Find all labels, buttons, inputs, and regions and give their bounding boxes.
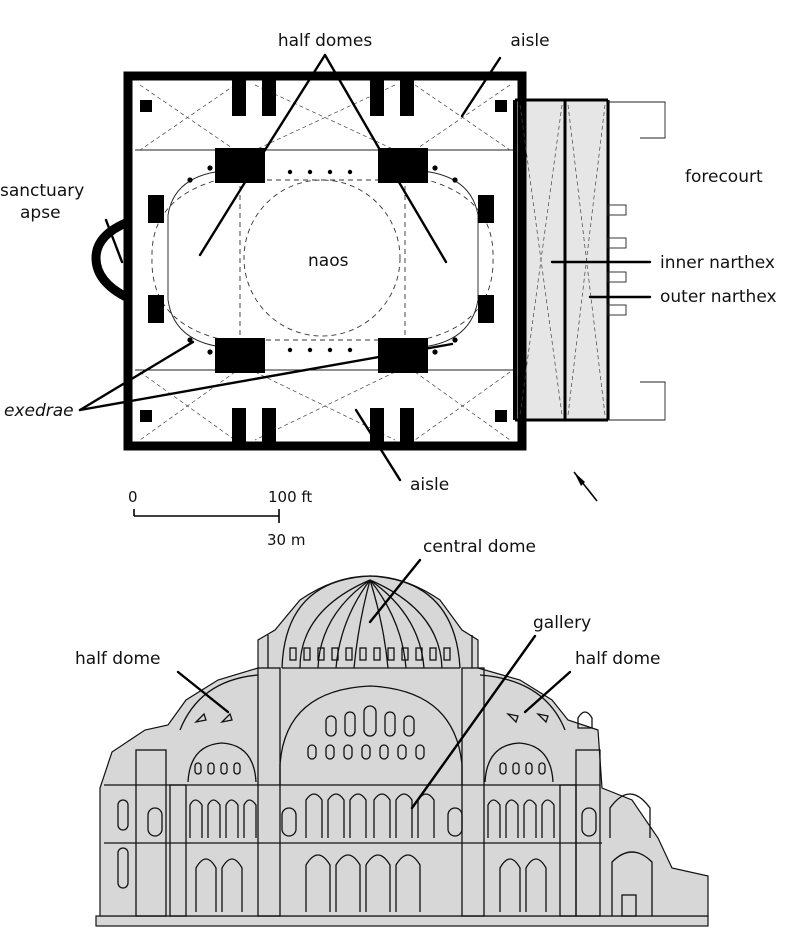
section-leaders [176, 558, 572, 810]
aisle-window-left-lower [117, 847, 129, 889]
turret [577, 711, 593, 729]
pier-ne [378, 148, 428, 183]
half-dome-windows [194, 712, 549, 724]
pier-nw [215, 148, 265, 183]
aisle-window-left-mid [147, 807, 163, 837]
label-half-dome-right: half dome [575, 649, 661, 669]
label-half-dome-left: half dome [75, 649, 161, 669]
dome-windows [289, 647, 451, 661]
label-naos: naos [308, 251, 349, 271]
label-aisle-top: aisle [510, 31, 549, 51]
nave-window-right [447, 807, 463, 837]
exedra-right [484, 742, 554, 783]
scale-zero: 0 [128, 488, 138, 506]
label-central-dome: central dome [423, 537, 536, 557]
scale-bar [133, 509, 280, 523]
forecourt-wall-south [608, 381, 666, 421]
label-aisle-bottom: aisle [410, 475, 449, 495]
label-half-domes: half domes [278, 31, 373, 51]
narthex-vault [609, 793, 651, 838]
narthex-walls [513, 98, 610, 422]
door-small [621, 894, 637, 917]
plan-leaders [78, 53, 652, 482]
east-half-dome [404, 169, 479, 349]
floor-plan [91, 71, 666, 451]
west-half-dome-section [179, 674, 259, 731]
dome-ribs [299, 579, 443, 669]
east-half-dome-section [479, 674, 566, 731]
central-dome [281, 575, 461, 669]
pier-sw [215, 338, 265, 373]
apse-wall [91, 217, 131, 303]
scale-meters: 30 m [267, 531, 305, 549]
aisle-window-left-upper [117, 799, 129, 831]
buttresses [140, 76, 507, 448]
label-gallery: gallery [533, 613, 591, 633]
forecourt-doorways [607, 204, 627, 316]
narthex-door [611, 851, 653, 916]
aisle-window-right-mid [581, 807, 597, 837]
exedra-left [187, 742, 257, 783]
columns [187, 165, 458, 355]
label-forecourt: forecourt [685, 167, 763, 187]
scale-feet: 100 ft [268, 488, 312, 506]
cross-section [95, 575, 709, 927]
compass-arrow-icon [573, 471, 598, 502]
exedra-windows [194, 762, 546, 775]
label-apse: apse [20, 203, 61, 223]
label-outer-narthex: outer narthex [660, 287, 777, 307]
section-piers [135, 667, 601, 917]
label-sanctuary: sanctuary [0, 181, 84, 201]
label-exedrae: exedrae [4, 401, 74, 421]
west-half-dome [167, 169, 241, 349]
forecourt-wall-north [608, 101, 666, 139]
tympanum-windows [307, 705, 425, 760]
central-dome-outline [243, 179, 401, 337]
nave-window-left [281, 807, 297, 837]
outer-wall [123, 71, 527, 451]
section-ground [95, 915, 709, 927]
tympanum-arch [279, 685, 463, 785]
narthex-area [515, 100, 610, 420]
label-inner-narthex: inner narthex [660, 253, 775, 273]
ground-arcade [195, 854, 547, 912]
